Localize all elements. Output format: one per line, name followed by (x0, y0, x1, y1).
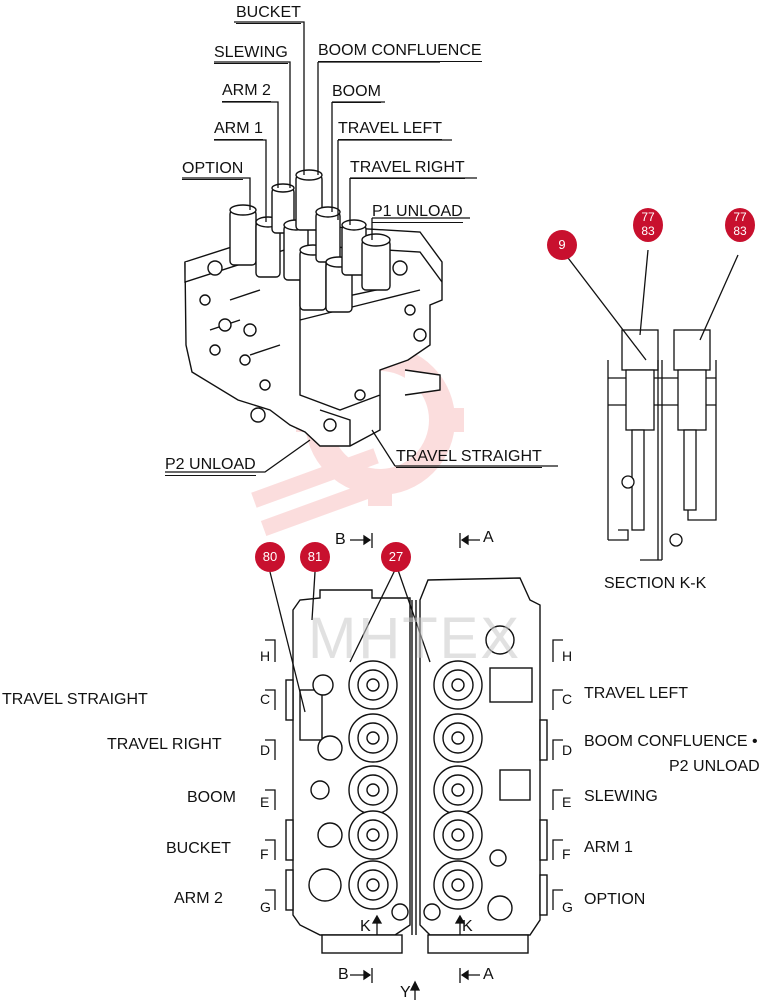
section-markers (265, 533, 563, 1000)
badge-9: 9 (547, 230, 577, 260)
label-travel-right: TRAVEL RIGHT (350, 159, 465, 179)
label-arm2: ARM 2 (222, 82, 271, 102)
label-bucket: BUCKET (236, 4, 301, 24)
left-label-travel-straight: TRAVEL STRAIGHT (2, 691, 148, 708)
row-h-right: H (562, 648, 573, 664)
label-travel-left: TRAVEL LEFT (338, 120, 443, 140)
mark-b-top: B (335, 531, 346, 548)
left-label-boom: BOOM (187, 789, 236, 806)
label-slewing: SLEWING (214, 44, 288, 64)
badge-83-right: 83 (733, 224, 747, 238)
right-label-option: OPTION (584, 891, 646, 908)
row-f-left: F (260, 846, 269, 862)
badge-77-83-left: 77 83 (633, 208, 663, 242)
right-label-slewing: SLEWING (584, 788, 658, 805)
section-kk-leaders (561, 249, 739, 361)
watermark-text: MHTEX (308, 606, 521, 671)
left-label-travel-right: TRAVEL RIGHT (107, 736, 222, 753)
row-g-left: G (260, 899, 271, 915)
badge-80: 80 (255, 542, 285, 572)
badge-77-right: 77 (733, 210, 747, 224)
row-h-left: H (260, 648, 271, 664)
badge-27: 27 (381, 542, 411, 572)
mark-a-top: A (483, 529, 494, 546)
row-g-right: G (562, 899, 573, 915)
mark-k-right: K (462, 918, 473, 935)
row-e-right: E (562, 794, 572, 810)
mark-a-bottom: A (483, 966, 494, 983)
right-label-travel-left: TRAVEL LEFT (584, 685, 689, 702)
section-kk-title: SECTION K-K (604, 575, 707, 592)
right-label-p2-unload: P2 UNLOAD (669, 758, 760, 775)
row-e-left: E (260, 794, 270, 810)
mark-b-bottom: B (338, 966, 349, 983)
label-boom: BOOM (332, 83, 381, 103)
row-c-left: C (260, 691, 271, 707)
left-label-arm2: ARM 2 (174, 890, 223, 907)
label-arm1: ARM 1 (214, 120, 263, 140)
label-p2-unload: P2 UNLOAD (165, 456, 256, 476)
label-travel-straight-top: TRAVEL STRAIGHT (396, 448, 542, 468)
row-f-right: F (562, 846, 571, 862)
badge-83-left: 83 (641, 224, 655, 238)
right-label-arm1: ARM 1 (584, 839, 633, 856)
row-d-left: D (260, 742, 271, 758)
bottom-leader-lines (269, 569, 431, 713)
row-c-right: C (562, 691, 573, 707)
row-d-right: D (562, 742, 573, 758)
badge-77-83-right: 77 83 (725, 208, 755, 242)
badge-77-left: 77 (641, 210, 655, 224)
left-label-bucket: BUCKET (166, 840, 231, 857)
section-kk-drawing (607, 329, 717, 561)
badge-81: 81 (300, 542, 330, 572)
label-boom-confluence: BOOM CONFLUENCE (318, 42, 482, 62)
right-label-boom-confluence: BOOM CONFLUENCE • (584, 733, 758, 750)
label-p1-unload: P1 UNLOAD (372, 203, 463, 223)
spool-caps (229, 169, 391, 313)
spool-bores (308, 660, 513, 921)
label-option: OPTION (182, 160, 244, 180)
mark-k-left: K (360, 918, 371, 935)
mark-y: Y (400, 984, 411, 1001)
